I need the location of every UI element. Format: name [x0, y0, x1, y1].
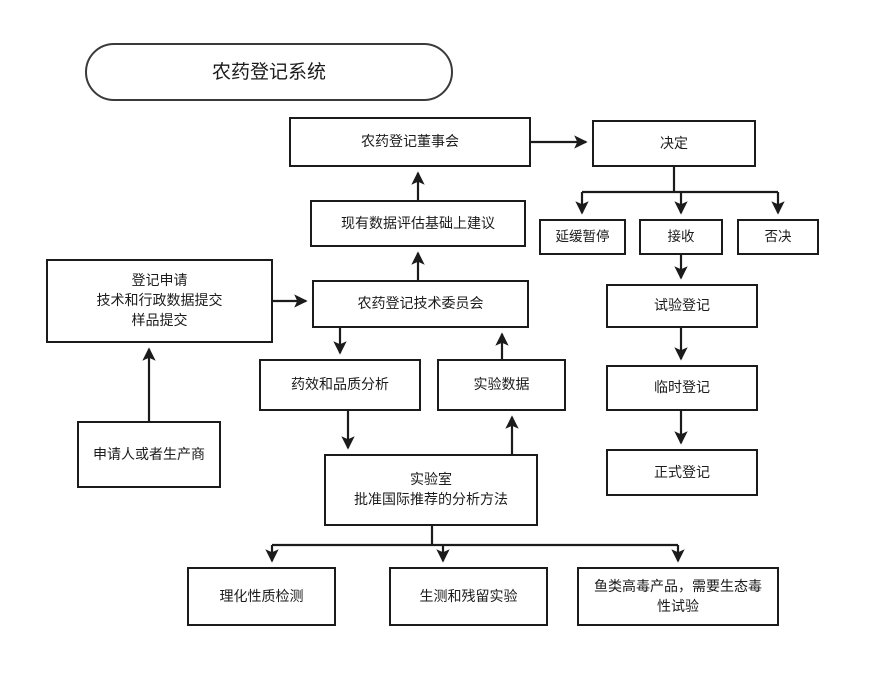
node-box-efficacy-quality[interactable]: [259, 359, 421, 411]
node-box-experiment-data[interactable]: [437, 359, 566, 411]
node-box-suspend[interactable]: [539, 219, 626, 255]
node-box-board[interactable]: [289, 117, 531, 167]
node-box-trial-registration[interactable]: [606, 284, 758, 328]
node-box-tech-committee[interactable]: [312, 280, 529, 328]
node-box-decision[interactable]: [592, 120, 756, 167]
node-box-formal-registration[interactable]: [606, 449, 758, 496]
node-box-accept[interactable]: [639, 219, 723, 255]
diagram-title: 农药登记系统: [211, 61, 326, 83]
node-box-bioassay-residue[interactable]: [389, 567, 548, 626]
node-box-applicant[interactable]: [77, 421, 221, 488]
node-box-laboratory[interactable]: [324, 454, 538, 526]
node-box-fish-toxicity[interactable]: [577, 567, 779, 626]
node-box-advice[interactable]: [310, 200, 526, 247]
node-box-physchem-test[interactable]: [187, 567, 336, 626]
title-box: [85, 43, 453, 101]
node-box-temporary-registration[interactable]: [606, 365, 758, 411]
node-box-reject[interactable]: [737, 219, 819, 255]
node-box-application[interactable]: [46, 259, 273, 343]
